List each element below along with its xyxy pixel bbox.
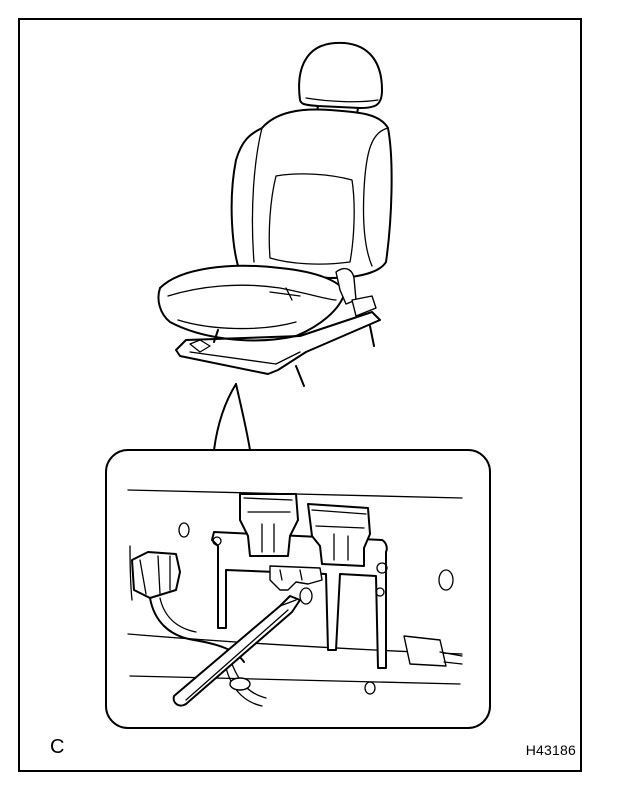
side-connector [131, 551, 181, 599]
detail-callout [105, 449, 491, 729]
connector-clip [269, 565, 323, 591]
seat-illustration [157, 41, 393, 387]
callout-leader [213, 383, 251, 451]
screwdriver [172, 595, 301, 707]
headrest [298, 41, 383, 109]
seat-back [230, 108, 393, 279]
connector-left [239, 493, 299, 557]
view-label: C [50, 736, 65, 758]
connector-right [307, 503, 371, 567]
illustration-code: H43186 [525, 742, 576, 758]
seat-cushion [157, 264, 346, 342]
